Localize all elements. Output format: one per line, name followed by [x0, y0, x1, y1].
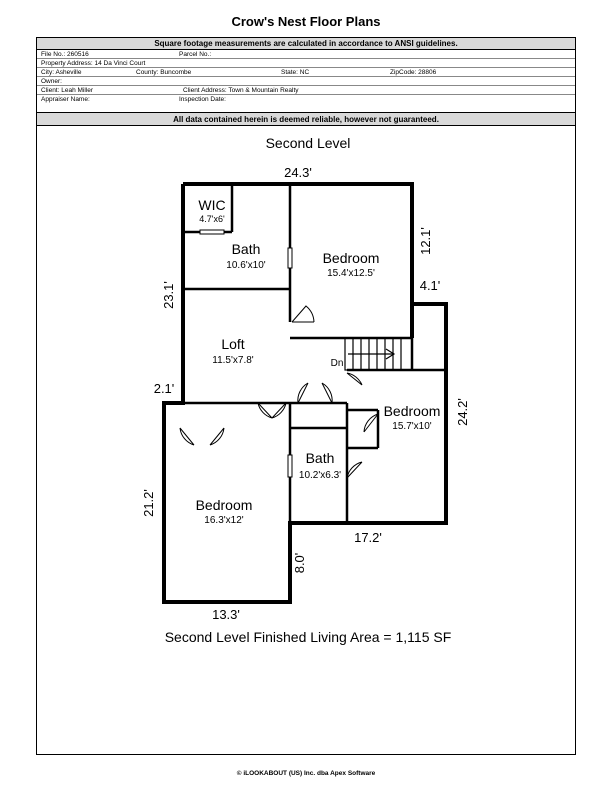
disclaimer: All data contained herein is deemed reli…	[37, 112, 575, 126]
info-row-5: Client: Leah Miller Client Address: Town…	[37, 86, 575, 95]
info-row-4: Owner:	[37, 77, 575, 86]
dim-left-lower: 21.2'	[141, 489, 156, 517]
property-address: Property Address: 14 Da Vinci Court	[41, 60, 146, 67]
area-summary: Second Level Finished Living Area = 1,11…	[165, 629, 452, 645]
room-bath1-size: 10.6'x10'	[226, 260, 265, 271]
client-address: Client Address: Town & Mountain Realty	[183, 87, 299, 94]
room-bath1-name: Bath	[232, 241, 261, 257]
stairs	[344, 337, 413, 371]
room-wic-name: WIC	[198, 197, 225, 213]
document-title: Crow's Nest Floor Plans	[231, 14, 381, 29]
dim-right-upper: 12.1'	[418, 227, 433, 255]
dim-bottom-left: 13.3'	[212, 607, 240, 622]
room-bed2-size: 15.7'x10'	[392, 421, 431, 432]
info-row-1: File No.: 260516 Parcel No.:	[37, 50, 575, 59]
file-no: File No.: 260516	[41, 51, 89, 58]
copyright-footer: © iLOOKABOUT (US) Inc. dba Apex Software	[236, 770, 376, 777]
state: State: NC	[281, 69, 310, 76]
dim-right-lower: 24.2'	[455, 398, 470, 426]
room-wic-size: 4.7'x6'	[199, 214, 225, 224]
room-bed3-name: Bedroom	[196, 497, 253, 513]
exterior-walls	[162, 182, 448, 604]
appraiser-name: Appraiser Name:	[41, 96, 90, 103]
dim-bottom-right: 17.2'	[354, 530, 382, 545]
level-title: Second Level	[266, 135, 351, 151]
inspection-date: Inspection Date:	[179, 96, 226, 103]
room-loft-name: Loft	[221, 336, 244, 352]
zipcode: ZipCode: 28806	[390, 69, 437, 76]
room-bed1-size: 15.4'x12.5'	[327, 268, 375, 279]
city: City: Asheville	[41, 69, 82, 76]
ansi-note: Square footage measurements are calculat…	[37, 38, 575, 50]
owner: Owner:	[41, 78, 62, 85]
info-row-6: Appraiser Name: Inspection Date:	[37, 95, 575, 104]
client: Client: Leah Miller	[41, 87, 94, 94]
stair-label: Dn	[331, 358, 344, 369]
dim-left-upper: 23.1'	[161, 281, 176, 309]
room-bed1-name: Bedroom	[323, 250, 380, 266]
info-row-2: Property Address: 14 Da Vinci Court	[37, 59, 575, 68]
county: County: Buncombe	[136, 69, 192, 76]
dim-top: 24.3'	[284, 165, 312, 180]
doors	[179, 229, 379, 479]
room-bed2-name: Bedroom	[384, 403, 441, 419]
dim-step-right: 4.1'	[420, 278, 441, 293]
room-bath2-name: Bath	[306, 450, 335, 466]
report-frame: Square footage measurements are calculat…	[36, 37, 576, 755]
dim-bottom-step: 8.0'	[292, 553, 307, 574]
info-row-3: City: Asheville County: Buncombe State: …	[37, 68, 575, 77]
dim-step-left: 2.1'	[154, 381, 175, 396]
room-bed3-size: 16.3'x12'	[204, 515, 243, 526]
parcel-no: Parcel No.:	[179, 51, 212, 58]
room-loft-size: 11.5'x7.8'	[212, 355, 254, 366]
room-bath2-size: 10.2'x6.3'	[299, 470, 341, 481]
